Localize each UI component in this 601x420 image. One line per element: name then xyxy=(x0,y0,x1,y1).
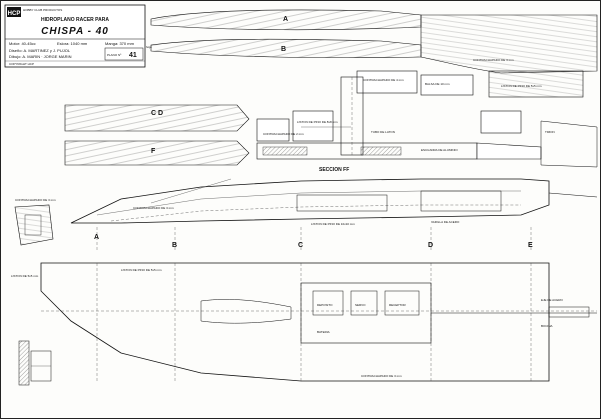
logo-subtitle: HOBBY CLUB PRODUCTOS xyxy=(23,8,62,12)
note-top-3: CONTRACHAPADO DE 4 mm xyxy=(363,78,404,82)
note-low-2: LISTON DE PINO DE 10x10 mm xyxy=(311,222,355,226)
note-left-2: LISTON DE 5x5 mm xyxy=(11,274,39,278)
note-low-6: RECEPTOR xyxy=(389,303,406,307)
note-right-2: BOCINA xyxy=(541,324,553,328)
label-a-top: A xyxy=(283,16,288,23)
plan-header: HIDROPLANO RACER PARA xyxy=(41,17,109,23)
label-b-top: B xyxy=(281,46,286,53)
drawing-credit: Dibujo: A. MARIN · JORGE MARIN xyxy=(9,54,72,59)
design-credit: Diseño: A. MARTINEZ y J. PUJOL xyxy=(9,48,71,53)
wing-part-b: B xyxy=(150,38,422,59)
note-mid-4: ESCUADRA DE ALUMINIO xyxy=(421,148,458,152)
transom-part: LISTON DE PINO DE 5x5 mm xyxy=(488,70,584,98)
note-mid-3: TUBO DE LATON xyxy=(371,130,395,134)
station-label-d: D xyxy=(428,242,433,249)
hull-side-f: F xyxy=(64,140,250,166)
frame-small-parts: CONTRACHAPADO DE 4 mm BALSA DE 10 mm xyxy=(356,70,474,96)
note-low-5: SERVO xyxy=(355,303,366,307)
station-lines: A B C D E xyxy=(94,227,533,251)
label-f: F xyxy=(151,148,156,155)
note-top-1: CONTRACHAPADO DE 3 mm xyxy=(473,58,514,62)
note-mid-2: CONTRACHAPADO DE 2 mm xyxy=(263,132,304,136)
hull-top-view: DEPOSITO SERVO RECEPTOR BATERIA LISTON D… xyxy=(11,262,597,382)
station-label-c: C xyxy=(298,242,303,249)
note-mid-1: LISTON DE PINO DE 8x8 mm xyxy=(297,120,338,124)
plan-number-label: PLANO Nº xyxy=(107,53,122,57)
note-right-1: EJE DE ACERO xyxy=(541,298,564,302)
note-left-1: CONTRACHAPADO DE 3 mm xyxy=(15,198,56,202)
note-top-2: LISTON DE PINO DE 5x5 mm xyxy=(501,84,542,88)
mid-assembly: LISTON DE PINO DE 8x8 mm CONTRACHAPADO D… xyxy=(256,76,598,173)
spec-length: Eslora: 1040 mm xyxy=(57,41,88,46)
note-low-7: BATERIA xyxy=(317,330,330,334)
sheet-label: hoja xyxy=(146,45,152,49)
station-label-e: E xyxy=(528,242,533,249)
model-name: CHISPA - 40 xyxy=(41,26,109,37)
spec-beam: Manga: 370 mm xyxy=(105,41,135,46)
note-top-4: BALSA DE 10 mm xyxy=(425,82,450,86)
note-low-4: DEPOSITO xyxy=(317,303,333,307)
station-label-b: B xyxy=(172,242,177,249)
detail-bottom-left xyxy=(18,340,52,386)
spec-motor: Motor: 40-45cc xyxy=(9,41,36,46)
note-mid-5: TIMON xyxy=(545,130,555,134)
label-cd: C D xyxy=(151,110,163,117)
copyright-note: COPYRIGHT HCP xyxy=(9,62,34,66)
station-label-a: A xyxy=(94,234,99,241)
note-bottom-2: CONTRACHAPADO DE 3 mm xyxy=(361,374,402,378)
plan-number: 41 xyxy=(129,52,137,59)
title-block: HCP HOBBY CLUB PRODUCTOS HIDROPLANO RACE… xyxy=(4,4,152,68)
section-title: SECCION FF xyxy=(319,167,349,173)
hull-side-cd: C D xyxy=(64,104,250,132)
note-low-3: VARILLA DE ACERO xyxy=(431,220,460,224)
wing-part-a: A xyxy=(150,9,422,31)
note-low-1: CONTRACHAPADO DE 3 mm xyxy=(133,206,174,210)
bracket-part: CONTRACHAPADO DE 3 mm xyxy=(14,198,56,246)
logo-text: HCP xyxy=(8,11,21,17)
note-bottom-1: LISTON DE PINO DE 5x5 mm xyxy=(121,268,162,272)
deck-part-upper-right: CONTRACHAPADO DE 3 mm xyxy=(420,14,598,74)
hull-side-view: CONTRACHAPADO DE 3 mm LISTON DE PINO DE … xyxy=(70,178,598,226)
